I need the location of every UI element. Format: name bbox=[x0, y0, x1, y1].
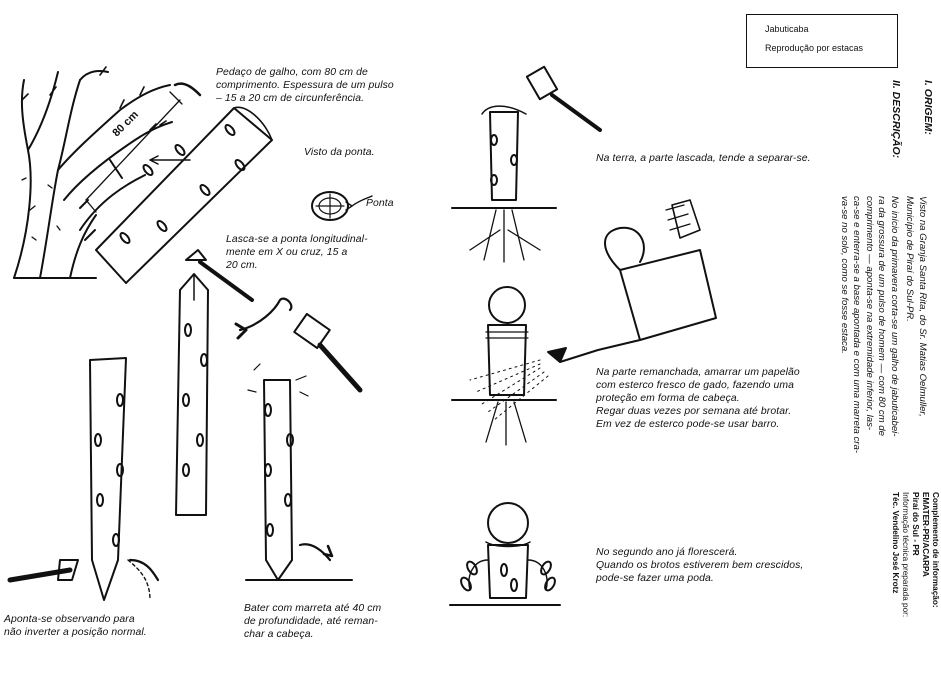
caption-separate: Na terra, a parte lascada, tende a separ… bbox=[596, 152, 811, 165]
ground-stake-illustration bbox=[452, 67, 600, 262]
credits: Complemento de informação: EMATER-PR/ACA… bbox=[890, 492, 940, 617]
pointed-stake-illustration bbox=[10, 358, 158, 600]
caption-branch-line-3: – 15 a 20 cm de circunferência. bbox=[216, 92, 394, 105]
credits-complement-place: Piraí do Sul - PR bbox=[910, 492, 920, 617]
tip-section-illustration bbox=[312, 192, 372, 220]
credits-prepared-label: Informação técnica preparada por: bbox=[900, 492, 910, 617]
caption-split: Lasca-se a ponta longitudinal- mente em … bbox=[226, 233, 368, 272]
description-line-2: ra da grossura de um pulso de homem — co… bbox=[875, 196, 888, 453]
caption-water-line-2: com esterco fresco de gado, fazendo uma bbox=[596, 379, 800, 392]
caption-point-line-2: não inverter a posição normal. bbox=[4, 626, 147, 639]
description-text: No início da primavera corta-se um galho… bbox=[837, 196, 900, 453]
caption-water-line-1: Na parte remanchada, amarrar um papelão bbox=[596, 366, 800, 379]
origin-heading-text: I. ORIGEM: bbox=[922, 80, 934, 135]
description-heading: II. DESCRIÇÃO: bbox=[890, 80, 902, 158]
caption-split-line-1: Lasca-se a ponta longitudinal- bbox=[226, 233, 368, 246]
caption-hammer-line-2: de profundidade, até reman- bbox=[244, 615, 381, 628]
hammered-stake-illustration bbox=[246, 314, 360, 580]
caption-point: Aponta-se observando para não inverter a… bbox=[4, 613, 147, 639]
credits-complement-label: Complemento de informação: bbox=[930, 492, 940, 617]
description-line-3: comprimento — aponta-se na extremidade i… bbox=[862, 196, 875, 453]
split-branch-illustration bbox=[176, 250, 291, 515]
caption-water-line-3: proteção em forma de cabeça. bbox=[596, 392, 800, 405]
origin-line-2: Município de Piraí do Sul-PR. bbox=[903, 196, 916, 417]
caption-tip-label: Ponta bbox=[366, 197, 394, 210]
caption-split-line-3: 20 cm. bbox=[226, 259, 368, 272]
caption-hammer-line-1: Bater com marreta até 40 cm bbox=[244, 602, 381, 615]
caption-bloom-line-2: Quando os brotos estiverem bem crescidos… bbox=[596, 559, 803, 572]
description-line-5: va-se no solo, como se fosse estaca. bbox=[837, 196, 850, 453]
caption-water: Na parte remanchada, amarrar um papelão … bbox=[596, 366, 800, 431]
caption-hammer: Bater com marreta até 40 cm de profundid… bbox=[244, 602, 381, 641]
caption-point-line-1: Aponta-se observando para bbox=[4, 613, 147, 626]
caption-branch: Pedaço de galho, com 80 cm de compriment… bbox=[216, 66, 394, 105]
origin-line-1: Visto na Granja Santa Rita, do Sr. Matia… bbox=[915, 196, 928, 417]
caption-bloom-line-3: pode-se fazer uma poda. bbox=[596, 572, 803, 585]
credits-prepared-by: Téc. Vendelino José Krotz bbox=[890, 492, 900, 617]
caption-water-line-5: Em vez de esterco pode-se usar barro. bbox=[596, 418, 800, 431]
caption-bloom-line-1: No segundo ano já florescerá. bbox=[596, 546, 803, 559]
credits-complement-org: EMATER-PR/ACARPA bbox=[920, 492, 930, 617]
caption-branch-line-1: Pedaço de galho, com 80 cm de bbox=[216, 66, 394, 79]
caption-tip-view: Visto da ponta. bbox=[304, 146, 375, 159]
caption-branch-line-2: comprimento. Espessura de um pulso bbox=[216, 79, 394, 92]
description-heading-text: II. DESCRIÇÃO: bbox=[890, 80, 902, 158]
caption-water-line-4: Regar duas vezes por semana até brotar. bbox=[596, 405, 800, 418]
caption-bloom: No segundo ano já florescerá. Quando os … bbox=[596, 546, 803, 585]
origin-heading: I. ORIGEM: bbox=[922, 80, 934, 135]
description-line-1: No início da primavera corta-se um galho… bbox=[887, 196, 900, 453]
description-line-4: ca-se e enterra-se a base apontada e com… bbox=[850, 196, 863, 453]
caption-split-line-2: mente em X ou cruz, 15 a bbox=[226, 246, 368, 259]
flowering-plant-illustration bbox=[450, 503, 560, 605]
caption-hammer-line-3: char a cabeça. bbox=[244, 628, 381, 641]
origin-text: Visto na Granja Santa Rita, do Sr. Matia… bbox=[903, 196, 928, 417]
